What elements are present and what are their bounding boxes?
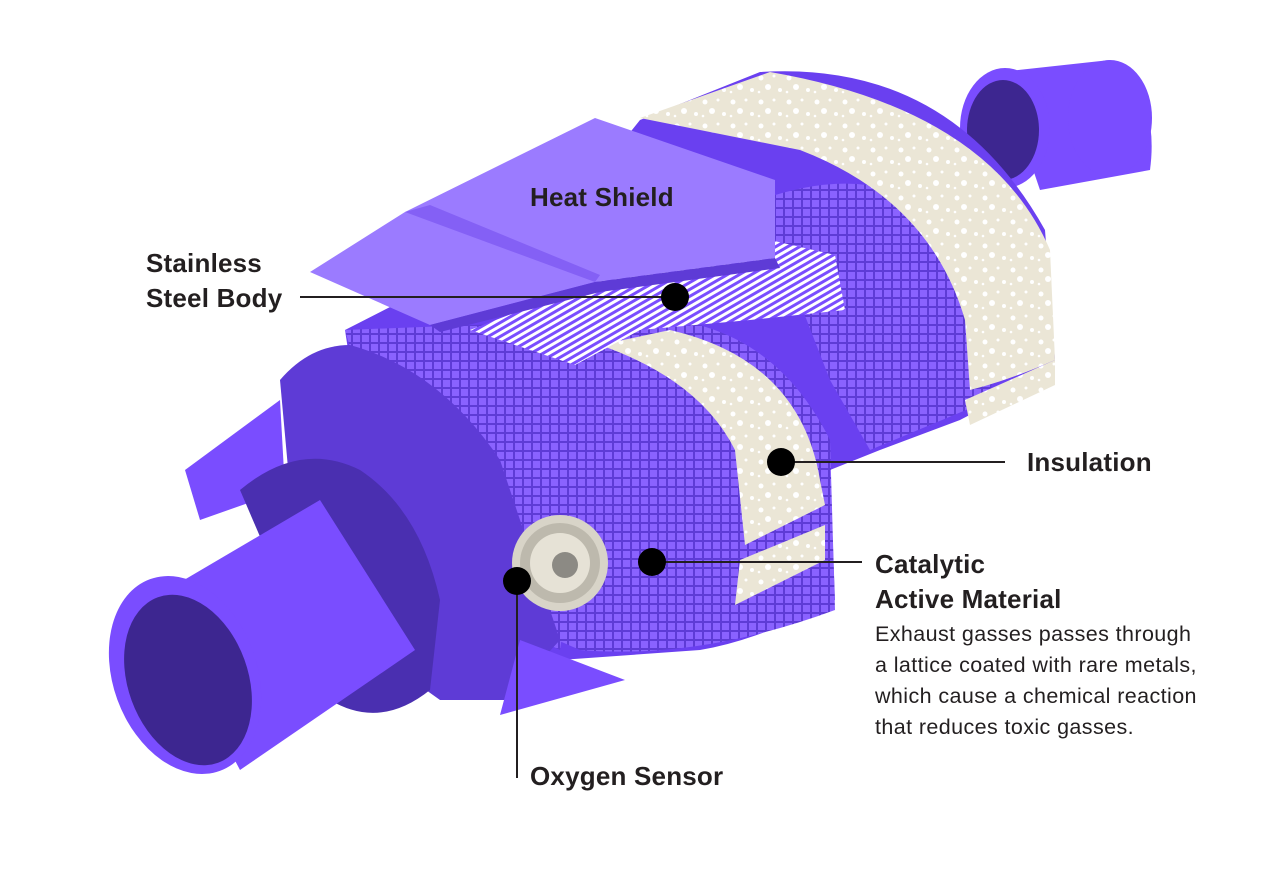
catalytic-description-line: which cause a chemical reaction bbox=[875, 684, 1197, 708]
catalytic-label-line2: Active Material bbox=[875, 584, 1062, 614]
oxygen-callout-dot bbox=[503, 567, 531, 595]
catalytic-description-line: Exhaust gasses passes through bbox=[875, 622, 1192, 646]
heat-shield bbox=[310, 118, 780, 332]
catalytic-label-line1: Catalytic bbox=[875, 549, 986, 579]
insulation-label: Insulation bbox=[1027, 447, 1152, 477]
catalytic-description-line: a lattice coated with rare metals, bbox=[875, 653, 1197, 677]
oxygen-sensor bbox=[512, 515, 608, 611]
stainless-label-line1: Stainless bbox=[146, 248, 262, 278]
insulation-callout-dot bbox=[767, 448, 795, 476]
catalytic-callout-dot bbox=[638, 548, 666, 576]
stainless-label-line2: Steel Body bbox=[146, 283, 283, 313]
oxygen-sensor-label: Oxygen Sensor bbox=[530, 761, 724, 791]
inlet-pipe bbox=[108, 500, 415, 774]
catalytic-description-line: that reduces toxic gasses. bbox=[875, 715, 1134, 739]
insulation-bands bbox=[600, 72, 1055, 605]
stainless-callout-dot bbox=[661, 283, 689, 311]
heat-shield-label: Heat Shield bbox=[530, 182, 674, 212]
